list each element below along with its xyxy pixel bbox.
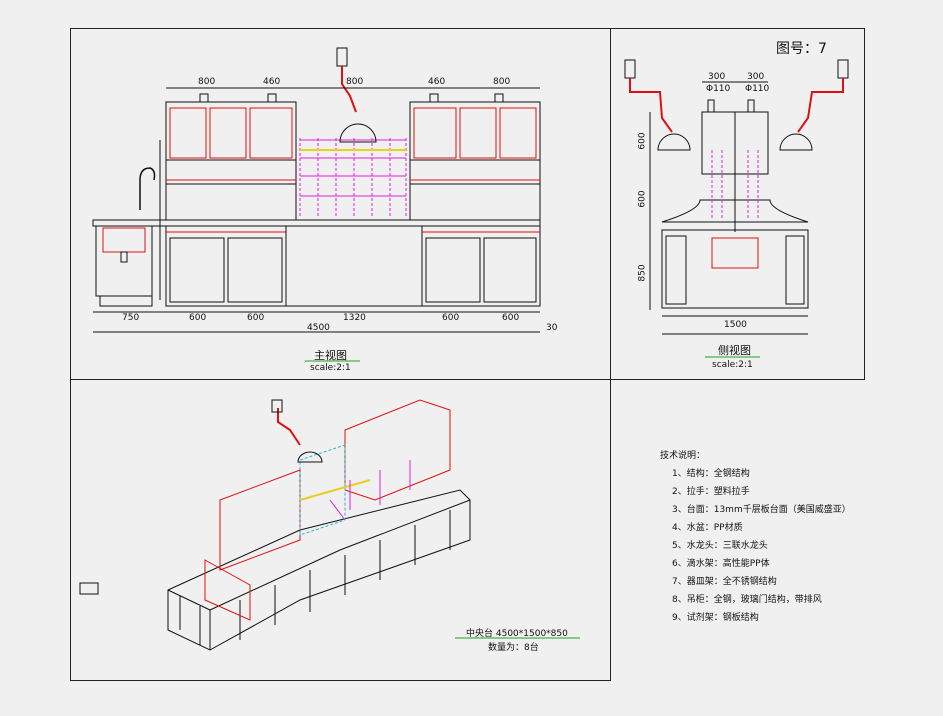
front-view-drawing: [92, 47, 541, 333]
front-view-scale: scale:2:1: [310, 363, 351, 373]
front-top-dim-5: 800: [493, 77, 511, 87]
divider-vertical: [610, 28, 611, 681]
tech-note-9: 9、试剂架：钢板结构: [672, 613, 759, 623]
front-top-dim-4: 460: [428, 77, 446, 87]
tech-note-5: 5、水龙头：三联水龙头: [672, 541, 768, 551]
front-bottom-dim-4: 1320: [343, 313, 366, 323]
side-top-dim-2: Φ110: [706, 84, 731, 94]
side-view-drawing: [624, 59, 849, 335]
side-bottom-dim: 1500: [724, 320, 747, 330]
front-bottom-dim-3: 600: [247, 313, 265, 323]
front-top-dim-3: 800: [346, 77, 364, 87]
tech-note-8: 8、吊柜：全钢，玻璃门结构，带排风: [672, 595, 822, 605]
front-view-title: 主视图: [314, 349, 347, 362]
tech-notes: 技术说明： 1、结构：全钢结构 2、拉手：塑料拉手 3、台面：13mm千层板台面…: [660, 448, 851, 623]
side-vert-dim-2: 600: [637, 190, 648, 208]
side-top-dim-4: Φ110: [745, 84, 770, 94]
front-top-dim-2: 460: [263, 77, 281, 87]
front-top-dim-1: 800: [198, 77, 216, 87]
front-bottom-dim-5: 600: [442, 313, 460, 323]
tech-note-7: 7、器皿架：全不锈钢结构: [672, 577, 777, 587]
front-end-dim: 30: [546, 323, 558, 333]
spec-size: 中央台 4500*1500*850: [466, 629, 568, 639]
spec-qty: 数量为：8台: [488, 643, 539, 653]
tech-note-3: 3、台面：13mm千层板台面（美国威盛亚）: [672, 505, 851, 515]
tech-note-4: 4、水盆：PP材质: [672, 523, 743, 533]
tech-note-2: 2、拉手：塑料拉手: [672, 487, 750, 497]
front-bottom-dim-1: 750: [122, 313, 140, 323]
front-total-dim: 4500: [307, 323, 330, 333]
side-vert-dim-3: 850: [637, 264, 648, 282]
tech-note-6: 6、滴水架：高性能PP体: [672, 559, 770, 569]
side-top-dim-3: 300: [747, 72, 765, 82]
isometric-view-drawing: [167, 399, 471, 651]
bottom-left-frame: [70, 379, 611, 681]
front-bottom-dim-6: 600: [502, 313, 520, 323]
figure-number: 图号：7: [776, 41, 827, 57]
tech-note-1: 1、结构：全钢结构: [672, 469, 750, 479]
side-view-scale: scale:2:1: [712, 360, 753, 370]
side-vert-dim-1: 600: [637, 132, 648, 150]
side-top-dim-1: 300: [708, 72, 726, 82]
side-view-title: 侧视图: [718, 344, 751, 357]
front-bottom-dim-2: 600: [189, 313, 207, 323]
legend-box: [79, 582, 99, 595]
tech-notes-heading: 技术说明：: [660, 451, 706, 461]
